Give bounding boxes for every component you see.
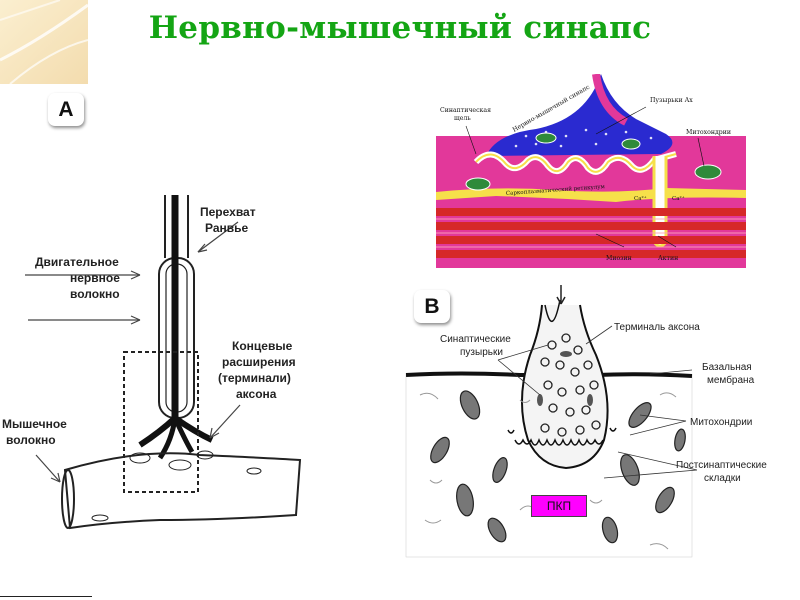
axon-terminal-shape — [521, 299, 609, 470]
terminal-mitochondria — [537, 351, 593, 406]
bottom-rule — [0, 596, 92, 597]
muscle-mitochondria — [430, 390, 686, 544]
synaptic-vesicles — [540, 333, 601, 437]
label-syn-vesicles-2: пузырьки — [460, 347, 503, 358]
label-folds-1: Постсинаптические — [676, 460, 767, 471]
label-terminals-1: Концевые — [232, 339, 293, 353]
label-motor-fiber-2: нервное — [70, 271, 120, 285]
motor-nerve-fiber — [158, 195, 195, 420]
label-motor-fiber-1: Двигательное — [35, 255, 119, 269]
terminal-zoom-box — [123, 351, 199, 493]
label-muscle-fiber-1: Мышечное — [2, 417, 67, 431]
myofibril-bands — [436, 208, 746, 258]
postsynaptic-folds — [507, 427, 617, 446]
label-terminals-3: (терминали) — [218, 371, 291, 385]
label-syn-vesicles-1: Синаптические — [440, 334, 511, 345]
corner-decoration — [0, 0, 88, 84]
basal-membrane-line — [405, 371, 693, 378]
sarcoplasmic-reticulum-band — [436, 188, 746, 202]
sarcoplasm-region — [436, 136, 746, 268]
muscle-fiber-shape — [61, 452, 302, 530]
label-myosin: Миозин — [606, 255, 632, 262]
axon-terminal-branches — [129, 415, 214, 471]
panel-b-diagram: Синаптические пузырьки Терминаль аксона … — [405, 285, 767, 558]
mitochondrion-c-1 — [465, 177, 491, 191]
mitochondrion-c-3 — [621, 138, 641, 150]
label-axon-terminal: Терминаль аксона — [614, 322, 700, 333]
label-ranvier-node-2: Ранвье — [205, 221, 249, 235]
label-motor-fiber-3: волокно — [70, 287, 120, 301]
panel-a-diagram: Перехват Ранвье Двигательное нервное вол… — [2, 195, 302, 530]
label-muscle-fiber-2: волокно — [6, 433, 56, 447]
label-ca-2: Ca²⁺ — [672, 195, 685, 202]
label-mitochondria-c: Митохондрии — [686, 129, 731, 136]
label-synaptic-cleft-1: Синаптическая — [440, 107, 491, 114]
label-terminals-4: аксона — [236, 387, 277, 401]
label-ca-1: Ca²⁺ — [634, 195, 647, 202]
nerve-terminal-region — [486, 74, 673, 156]
epp-badge: ПКП — [531, 495, 587, 517]
label-basal-1: Базальная — [702, 362, 752, 373]
label-ranvier-node-1: Перехват — [200, 205, 256, 219]
label-actin: Актин — [658, 255, 678, 262]
label-basal-2: мембрана — [707, 374, 755, 386]
mitochondrion-c-4 — [694, 164, 722, 180]
panel-a-label: А — [48, 93, 84, 126]
label-ach-vesicles: Пузырьки Ах — [650, 97, 693, 104]
slide-title: Нервно-мышечный синапс — [148, 10, 652, 46]
panel-b-label: В — [414, 290, 450, 323]
mitochondrion-c-2 — [535, 132, 557, 144]
label-synaptic-cleft-2: щель — [454, 115, 471, 122]
panel-a-arrows — [25, 221, 241, 483]
label-mitochondria-b: Митохондрии — [690, 417, 752, 428]
panel-c-diagram: Синаптическая щель Пузырьки Ах Нервно-мы… — [436, 74, 746, 268]
label-terminals-2: расширения — [222, 355, 296, 369]
label-folds-2: складки — [704, 473, 741, 484]
